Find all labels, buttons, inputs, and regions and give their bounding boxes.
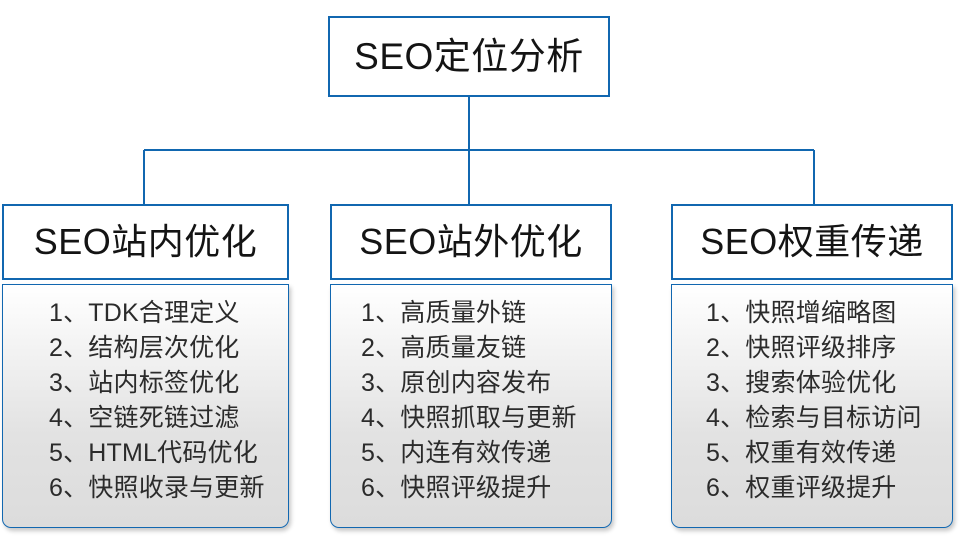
branch-column-3: SEO权重传递 1、快照增缩略图 2、快照评级排序 3、搜索体验优化 4、检索与… <box>671 204 953 528</box>
list-item: 6、快照收录与更新 <box>49 474 265 502</box>
branch-item-list-1: 1、TDK合理定义 2、结构层次优化 3、站内标签优化 4、空链死链过滤 5、H… <box>3 296 288 506</box>
branch-title-3: SEO权重传递 <box>700 221 924 262</box>
branch-header-2[interactable]: SEO站外优化 <box>330 204 612 280</box>
list-item: 1、高质量外链 <box>361 299 527 327</box>
list-item: 6、快照评级提升 <box>361 474 552 502</box>
list-item: 5、内连有效传递 <box>361 439 552 467</box>
list-item: 4、检索与目标访问 <box>706 404 922 432</box>
branch-body-3: 1、快照增缩略图 2、快照评级排序 3、搜索体验优化 4、检索与目标访问 5、权… <box>671 284 953 528</box>
list-item: 2、结构层次优化 <box>49 334 240 362</box>
list-item: 3、搜索体验优化 <box>706 369 897 397</box>
list-item: 2、高质量友链 <box>361 334 527 362</box>
branch-title-2: SEO站外优化 <box>359 221 583 262</box>
list-item: 1、快照增缩略图 <box>706 299 897 327</box>
branch-title-1: SEO站内优化 <box>33 221 258 262</box>
branch-item-list-2: 1、高质量外链 2、高质量友链 3、原创内容发布 4、快照抓取与更新 5、内连有… <box>331 296 611 506</box>
list-item: 5、HTML代码优化 <box>49 439 258 467</box>
list-item: 4、快照抓取与更新 <box>361 404 577 432</box>
list-item: 4、空链死链过滤 <box>49 404 240 432</box>
branch-body-1: 1、TDK合理定义 2、结构层次优化 3、站内标签优化 4、空链死链过滤 5、H… <box>2 284 289 528</box>
list-item: 5、权重有效传递 <box>706 439 897 467</box>
branch-column-2: SEO站外优化 1、高质量外链 2、高质量友链 3、原创内容发布 4、快照抓取与… <box>330 204 612 528</box>
list-item: 1、TDK合理定义 <box>49 299 240 327</box>
branch-header-1[interactable]: SEO站内优化 <box>2 204 289 280</box>
list-item: 3、站内标签优化 <box>49 369 240 397</box>
root-node-label: SEO定位分析 <box>354 36 584 77</box>
branch-item-list-3: 1、快照增缩略图 2、快照评级排序 3、搜索体验优化 4、检索与目标访问 5、权… <box>672 296 952 506</box>
list-item: 3、原创内容发布 <box>361 369 552 397</box>
root-node[interactable]: SEO定位分析 <box>328 16 610 97</box>
list-item: 2、快照评级排序 <box>706 334 897 362</box>
branch-column-1: SEO站内优化 1、TDK合理定义 2、结构层次优化 3、站内标签优化 4、空链… <box>2 204 289 528</box>
list-item: 6、权重评级提升 <box>706 474 897 502</box>
branch-body-2: 1、高质量外链 2、高质量友链 3、原创内容发布 4、快照抓取与更新 5、内连有… <box>330 284 612 528</box>
branch-header-3[interactable]: SEO权重传递 <box>671 204 953 280</box>
